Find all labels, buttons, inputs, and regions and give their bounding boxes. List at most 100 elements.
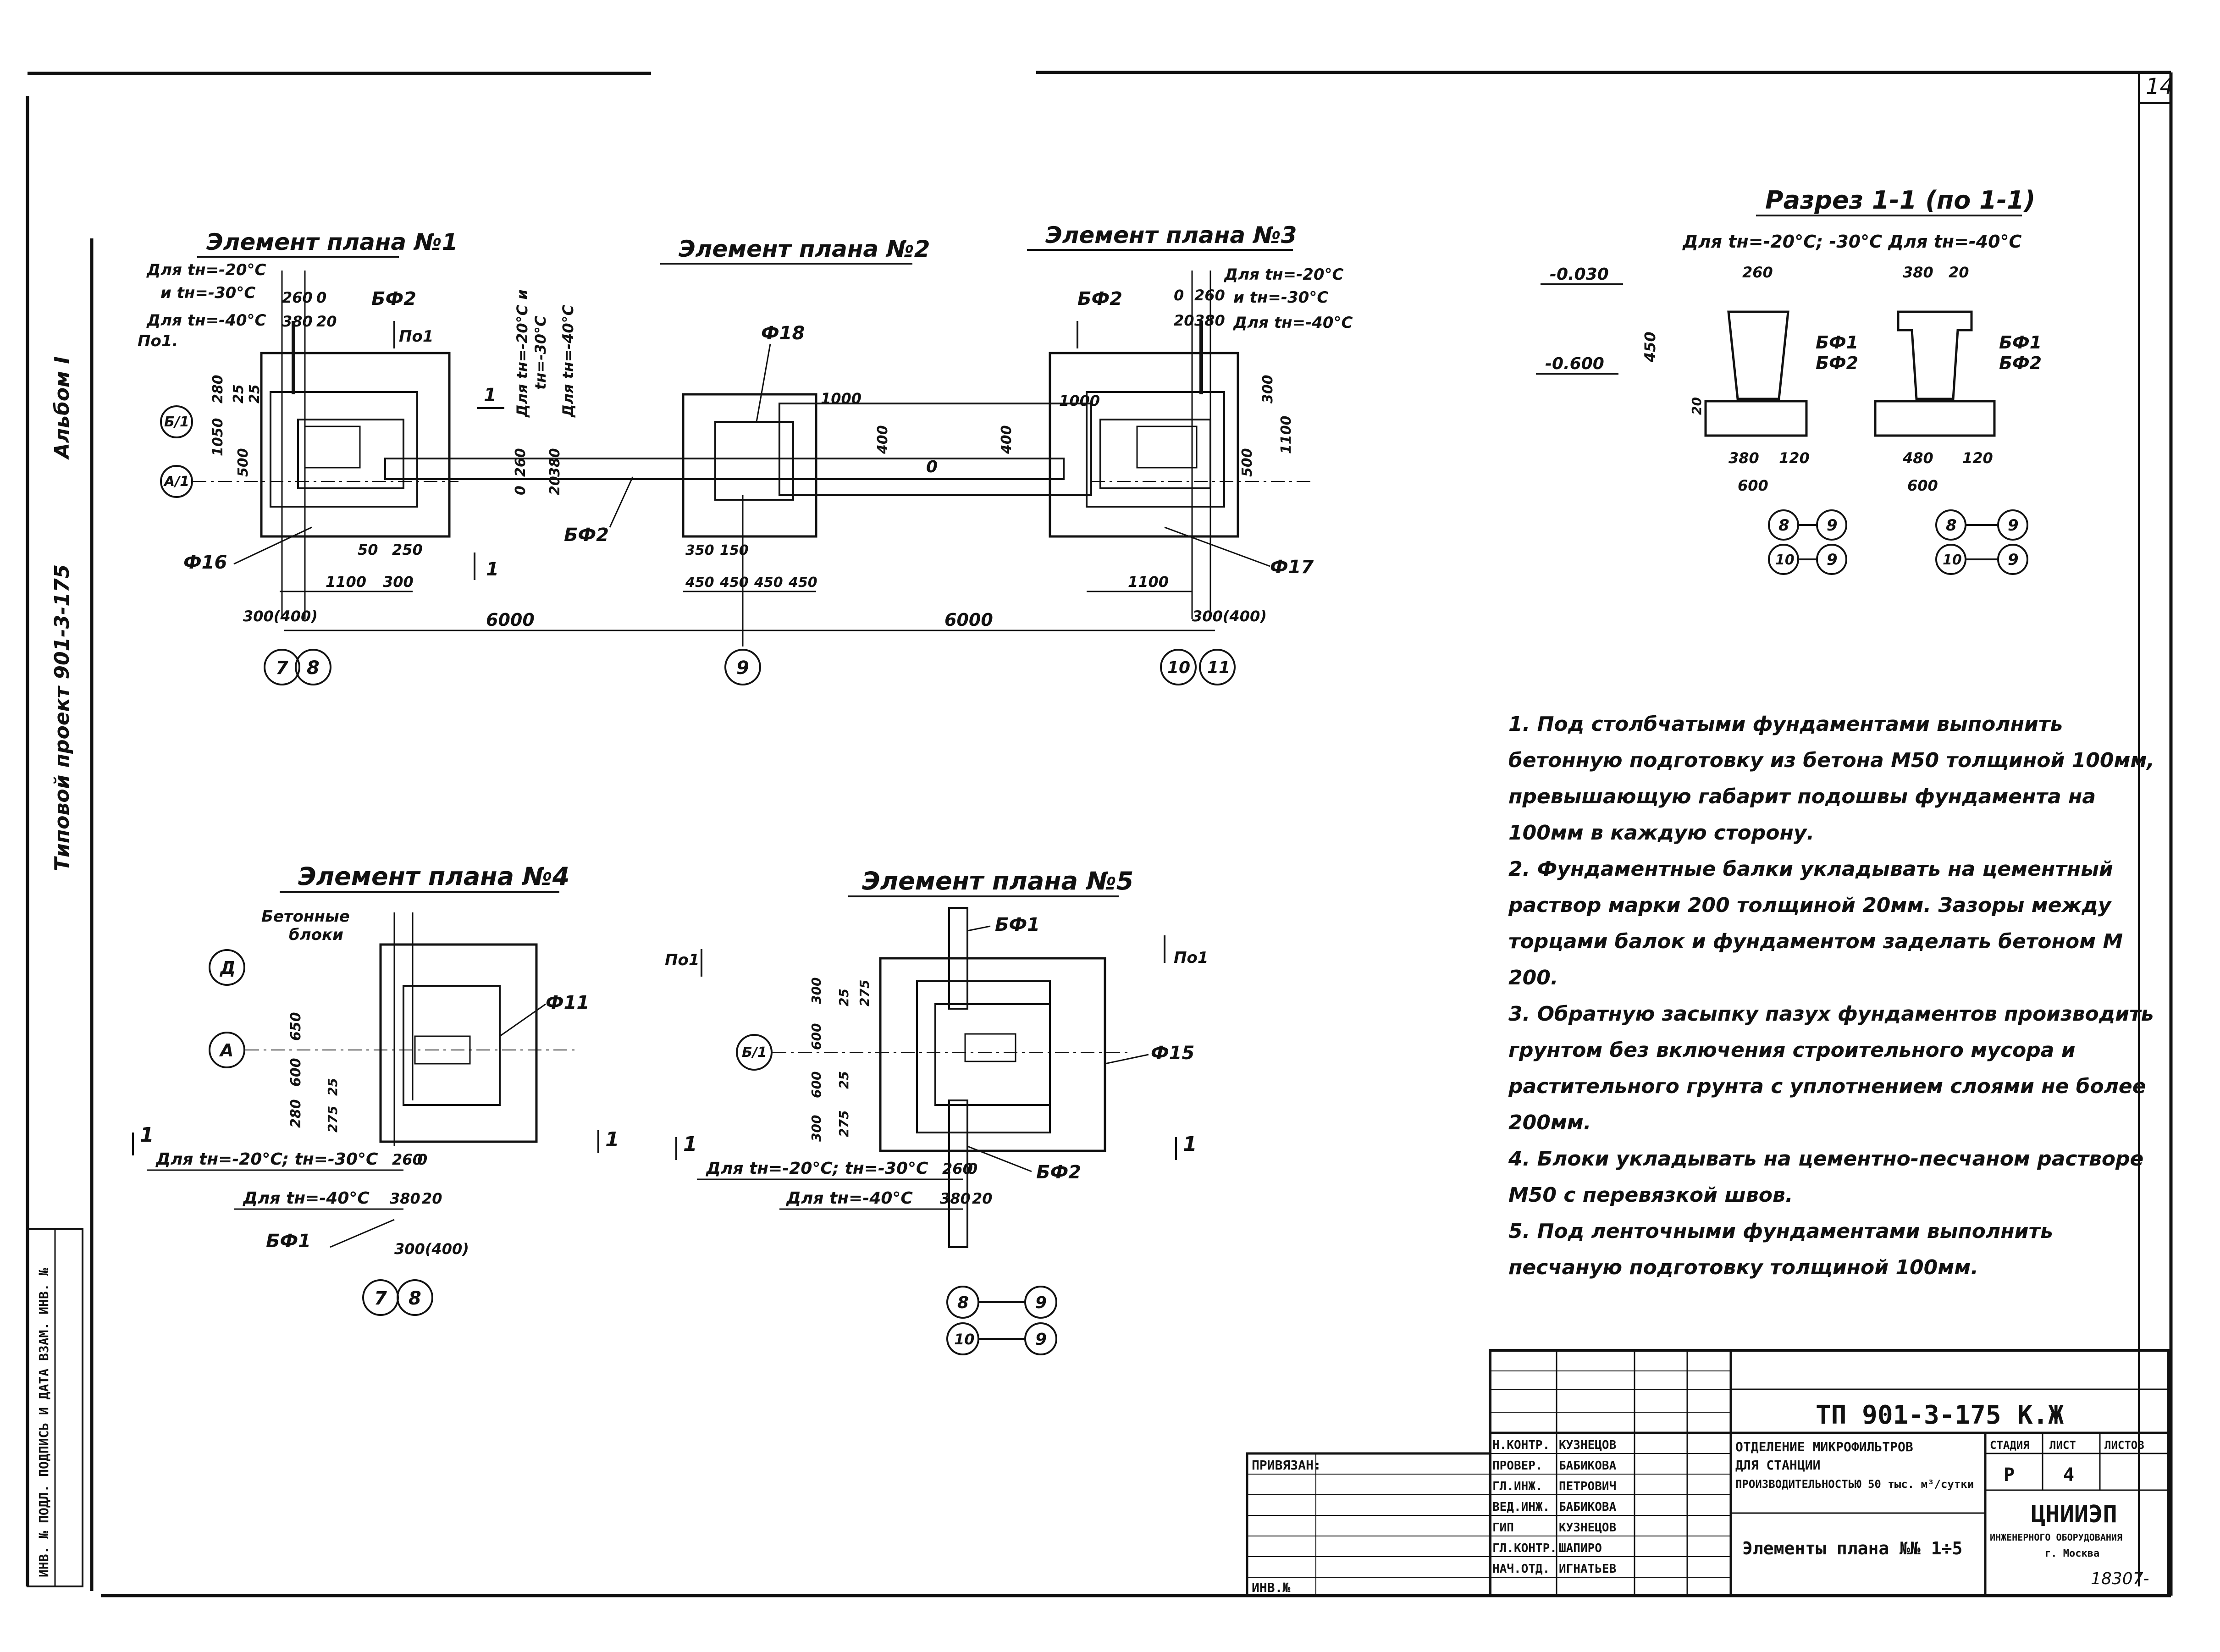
svg-text:260: 260 [513, 448, 529, 477]
plan4-note-b: Для tн=-40°С [243, 1189, 370, 1208]
svg-text:НАЧ.ОТД.: НАЧ.ОТД. [1492, 1562, 1550, 1576]
signature-roles: Н.КОНТР. ПРОВЕР. ГЛ.ИНЖ. ВЕД.ИНЖ. ГИП ГЛ… [1492, 1438, 1557, 1576]
plan-element-4: Элемент плана №4 Бетонные блоки Ф11 Д А … [132, 862, 619, 1316]
plan3-title: Элемент плана №3 [1045, 222, 1297, 249]
plan1-po2-label: По1 [399, 327, 433, 346]
svg-text:20: 20 [422, 1190, 442, 1207]
plan3-bf2-label: БФ2 [1077, 288, 1122, 309]
svg-text:250: 250 [392, 541, 423, 558]
svg-text:20: 20 [1949, 264, 1969, 281]
plan3-f17-label: Ф17 [1270, 557, 1314, 578]
note-3: 3. Обратную засыпку пазух фундаментов пр… [1508, 1002, 2154, 1134]
axis-7: 7 [276, 657, 288, 679]
svg-text:1100: 1100 [326, 573, 366, 591]
plan2-bf2-label: БФ2 [564, 525, 609, 546]
svg-text:0: 0 [513, 486, 529, 495]
svg-text:БАБИКОВА: БАБИКОВА [1559, 1459, 1617, 1473]
svg-text:260: 260 [392, 1151, 423, 1168]
svg-text:0: 0 [316, 289, 326, 306]
svg-text:120: 120 [1962, 449, 1993, 467]
side-album: Альбом I [50, 356, 74, 460]
plan5-axis-b1: Б/1 [742, 1044, 767, 1061]
svg-text:20: 20 [972, 1190, 993, 1207]
plan1-axis-b1: Б/1 [164, 414, 189, 430]
svg-text:450: 450 [1641, 332, 1659, 363]
side-project-title: Типовой проект 901-3-175 [50, 564, 74, 871]
section-a-bf1: БФ1 [1816, 332, 1858, 353]
section-b-bf2: БФ2 [1999, 353, 2042, 373]
object-line-2: ДЛЯ СТАНЦИИ [1735, 1458, 1820, 1473]
svg-text:600: 600 [809, 1023, 824, 1050]
svg-text:9: 9 [2008, 516, 2019, 535]
svg-text:9: 9 [1035, 1293, 1047, 1312]
plan5-section-mark-right: 1 [1183, 1133, 1197, 1156]
plan2-f18-label: Ф18 [761, 323, 805, 344]
plan5-po-right: По1 [1174, 949, 1208, 967]
plan3-note-b: и tн=-30°С [1233, 288, 1328, 307]
plan5-bf2-label: БФ2 [1036, 1162, 1081, 1183]
doc-number: 18307- [2091, 1569, 2149, 1588]
svg-text:600: 600 [288, 1058, 304, 1087]
notes-block: 1. Под столбчатыми фундаментами выполнит… [1508, 706, 2164, 1286]
svg-text:9: 9 [1827, 516, 1838, 535]
plan-element-3: Элемент плана №3 Для tн=-20°С и tн=-30°С… [1027, 222, 1353, 625]
svg-text:380: 380 [1729, 449, 1759, 467]
svg-text:20: 20 [316, 313, 337, 330]
svg-text:0: 0 [417, 1151, 427, 1168]
svg-text:280: 280 [288, 1099, 304, 1128]
plan1-po-label: По1. [138, 332, 178, 350]
svg-text:350: 350 [685, 542, 714, 558]
plan4-axis-7: 7 [374, 1288, 387, 1309]
svg-text:120: 120 [1779, 449, 1810, 467]
svg-text:ШАПИРО: ШАПИРО [1559, 1541, 1602, 1555]
svg-text:8: 8 [957, 1293, 969, 1312]
svg-text:380: 380 [282, 313, 313, 330]
svg-text:600: 600 [1738, 477, 1768, 494]
axis-11: 11 [1207, 658, 1230, 677]
svg-text:ПЕТРОВИЧ: ПЕТРОВИЧ [1559, 1480, 1616, 1493]
svg-text:КУЗНЕЦОВ: КУЗНЕЦОВ [1559, 1521, 1616, 1535]
note-4: 4. Блоки укладывать на цементно-песчаном… [1508, 1147, 2144, 1207]
signature-names: КУЗНЕЦОВ БАБИКОВА ПЕТРОВИЧ БАБИКОВА КУЗН… [1559, 1438, 1617, 1576]
svg-text:275: 275 [325, 1106, 340, 1133]
svg-text:300: 300 [1260, 375, 1276, 403]
svg-text:300(400): 300(400) [243, 608, 318, 625]
plan1-title: Элемент плана №1 [206, 229, 458, 255]
note-5: 5. Под ленточными фундаментами выполнить… [1508, 1220, 2053, 1279]
plan1-f16-label: Ф16 [183, 552, 227, 573]
svg-text:8: 8 [1946, 516, 1957, 535]
svg-text:450: 450 [754, 575, 783, 591]
svg-text:300(400): 300(400) [1192, 608, 1267, 625]
svg-text:0: 0 [1174, 287, 1184, 304]
svg-text:25: 25 [836, 989, 851, 1006]
note-1: 1. Под столбчатыми фундаментами выполнит… [1508, 713, 2155, 845]
stage-head: СТАДИЯ [1990, 1439, 2030, 1452]
svg-text:260: 260 [1194, 287, 1225, 304]
section-title: Разрез 1-1 (по 1-1) [1765, 186, 2035, 215]
svg-text:25: 25 [325, 1078, 340, 1096]
axis-10: 10 [1167, 658, 1190, 677]
section-1-1: Разрез 1-1 (по 1-1) Для tн=-20°С; -30°С … [1536, 186, 2042, 575]
svg-text:380: 380 [940, 1190, 971, 1207]
svg-text:ПРОВЕР.: ПРОВЕР. [1492, 1459, 1543, 1473]
svg-text:280: 280 [210, 375, 226, 403]
plan4-bf1-label: БФ1 [266, 1231, 311, 1252]
svg-text:450: 450 [719, 575, 749, 591]
section-subtitle: Для tн=-20°С; -30°С Для tн=-40°С [1682, 232, 2022, 252]
svg-text:650: 650 [288, 1012, 304, 1041]
svg-text:600: 600 [809, 1072, 824, 1098]
svg-text:300: 300 [383, 573, 414, 591]
section-a-bf2: БФ2 [1816, 353, 1858, 373]
plan4-f11-label: Ф11 [546, 992, 589, 1013]
page-number: 14 [2146, 74, 2174, 99]
plan5-section-mark-left: 1 [683, 1133, 697, 1156]
svg-text:150: 150 [720, 542, 749, 558]
svg-text:1000: 1000 [821, 390, 861, 407]
org-sub: ИНЖЕНЕРНОГО ОБОРУДОВАНИЯ [1990, 1532, 2122, 1543]
svg-text:25: 25 [836, 1071, 851, 1089]
svg-text:25: 25 [231, 384, 247, 403]
sheet-title: Элементы плана №№ 1÷5 [1742, 1538, 1962, 1558]
sheets-head: ЛИСТОВ [2104, 1439, 2144, 1452]
svg-text:260: 260 [942, 1160, 973, 1177]
svg-text:450: 450 [685, 575, 714, 591]
